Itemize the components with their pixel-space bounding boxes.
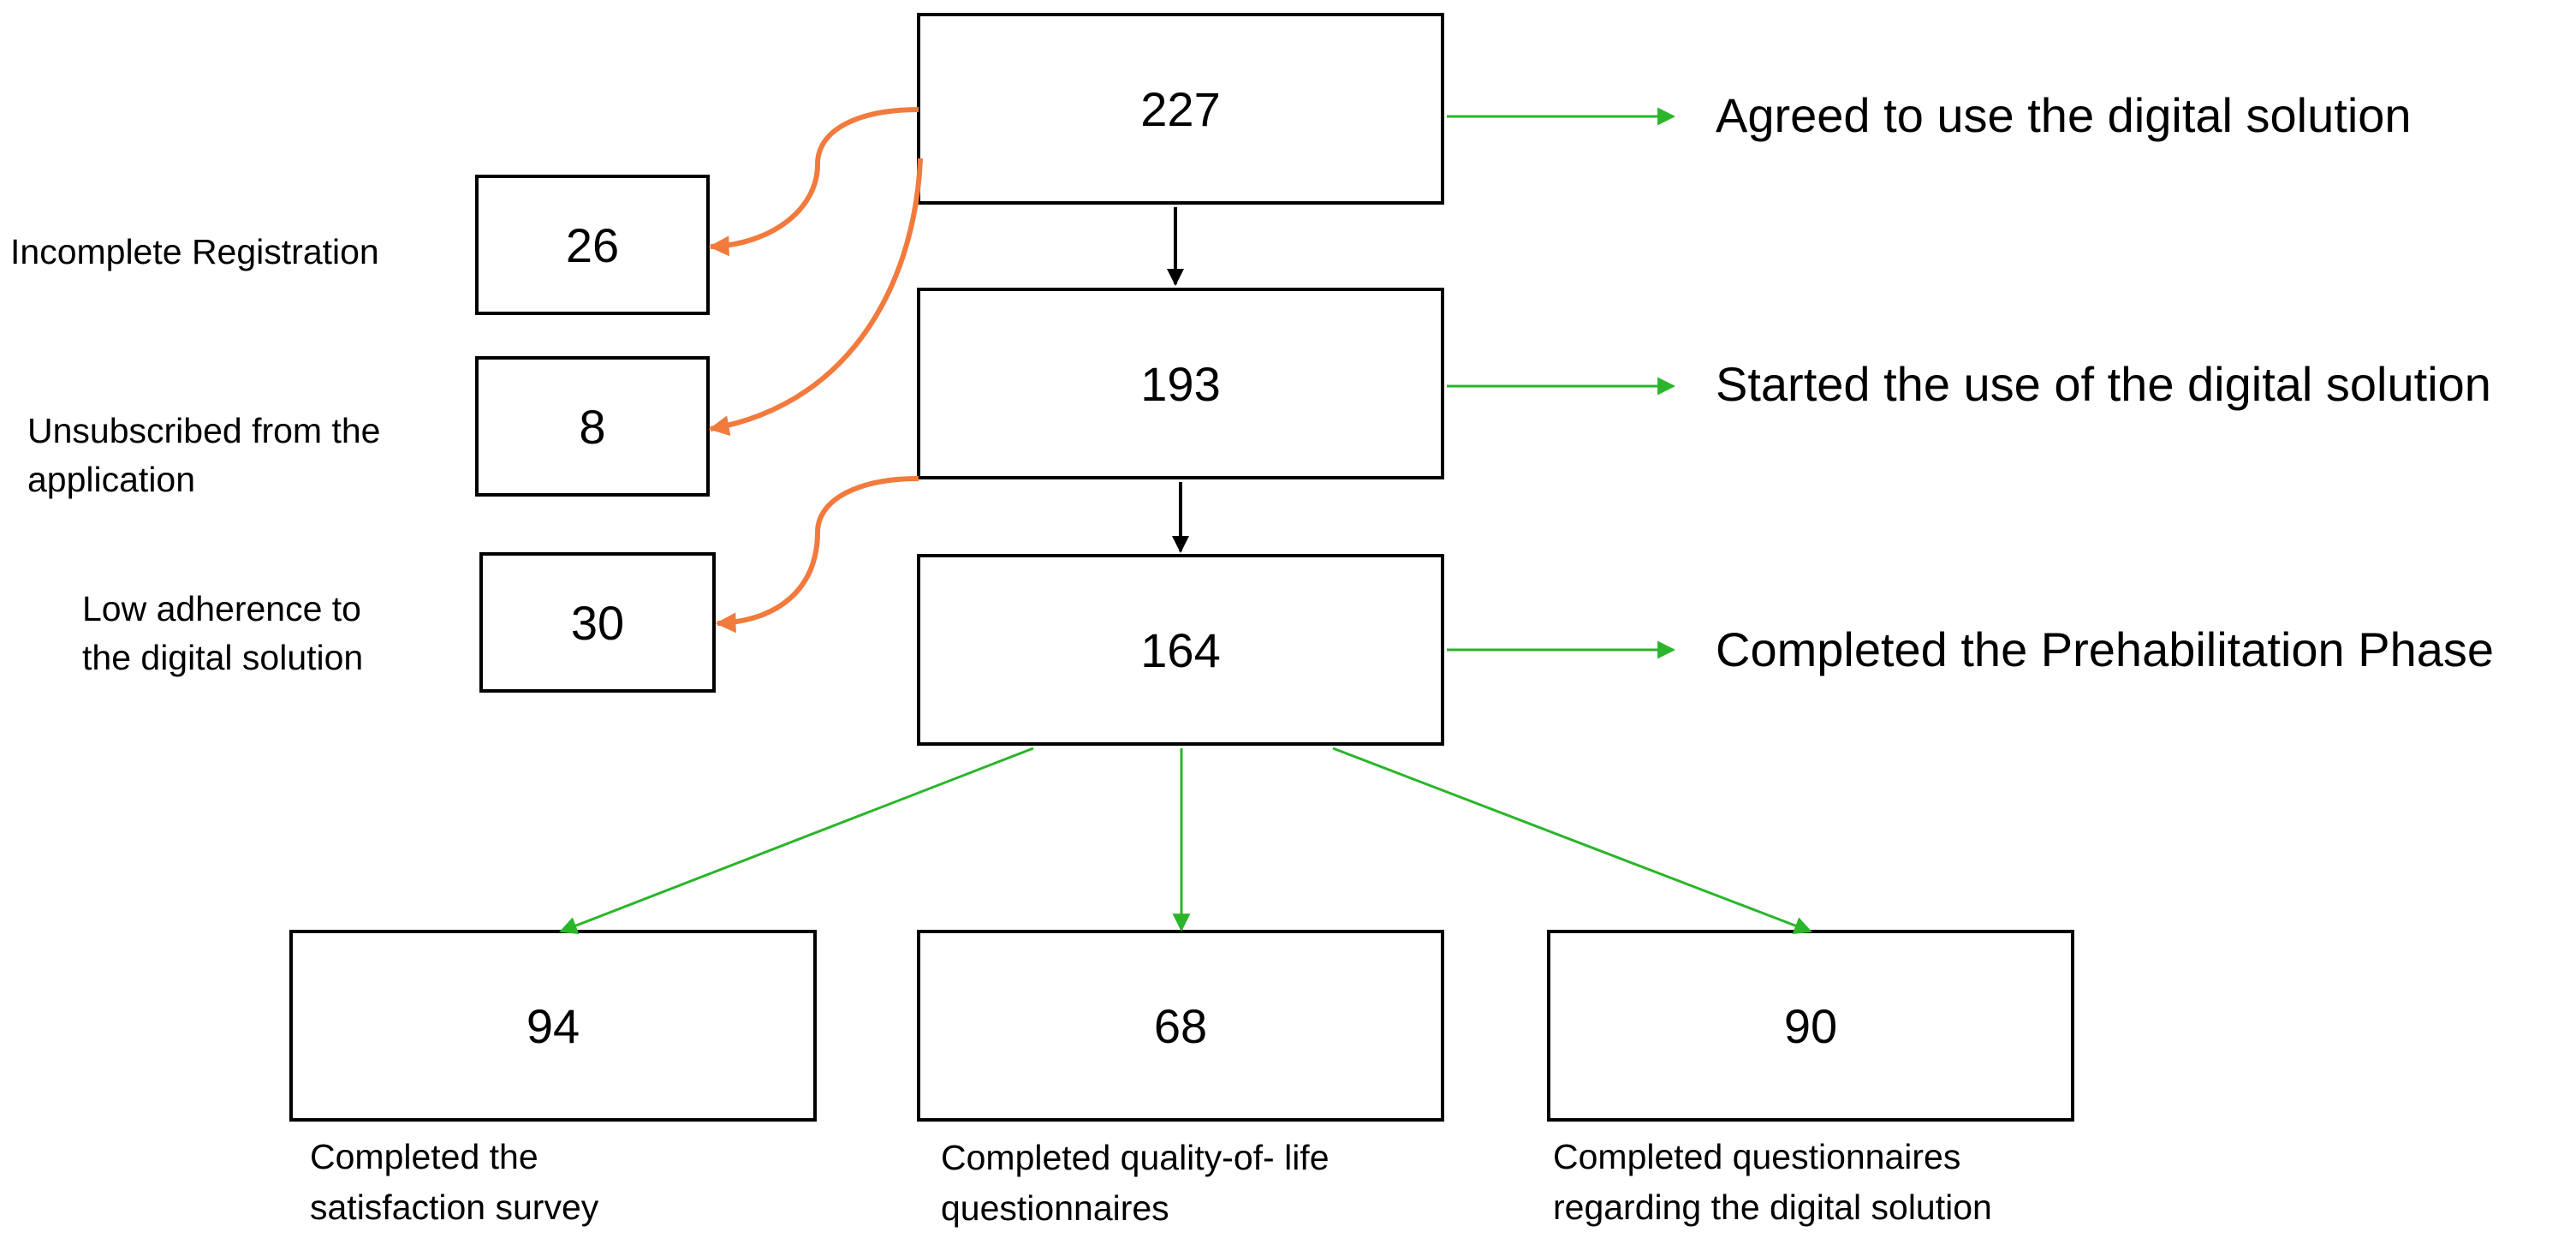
count-agreed: 227 (1140, 82, 1220, 136)
arrow-to-satisfaction-survey (559, 747, 1034, 934)
label-completed: Completed the Prehabilitation Phase (1716, 622, 2494, 676)
arrow-dropout-incomplete (708, 107, 919, 257)
count-completed: 164 (1140, 623, 1220, 677)
label-incomplete-registration: Incomplete Registration (10, 232, 379, 271)
box-satisfaction-survey: 94 (289, 930, 817, 1122)
label-agreed: Agreed to use the digital solution (1716, 88, 2412, 142)
count-low-adherence: 30 (571, 596, 624, 650)
box-digital-questionnaires: 90 (1547, 930, 2074, 1122)
label-digital-questionnaires: Completed questionnaires regarding the d… (1553, 1137, 1992, 1227)
arrow-dropout-unsubscribed (708, 158, 923, 437)
count-satisfaction-survey: 94 (527, 999, 580, 1053)
box-quality-of-life: 68 (917, 930, 1444, 1122)
box-completed: 164 (917, 554, 1444, 746)
box-incomplete-registration: 26 (475, 175, 710, 315)
label-quality-of-life: Completed quality-of- life questionnaire… (941, 1138, 1339, 1228)
arrow-dropout-low-adherence (715, 476, 919, 634)
box-started: 193 (917, 288, 1444, 479)
count-incomplete-registration: 26 (566, 218, 619, 272)
count-digital-questionnaires: 90 (1784, 999, 1837, 1053)
box-low-adherence: 30 (479, 552, 716, 693)
box-agreed: 227 (917, 13, 1444, 205)
box-unsubscribed: 8 (475, 356, 710, 497)
label-started: Started the use of the digital solution (1716, 357, 2491, 411)
label-low-adherence: Low adherence to the digital solution (82, 589, 371, 677)
arrow-to-digital-questionnaires (1332, 747, 1812, 935)
count-started: 193 (1140, 357, 1220, 411)
label-unsubscribed: Unsubscribed from the application (27, 411, 390, 499)
count-unsubscribed: 8 (579, 400, 605, 454)
label-satisfaction-survey: Completed the satisfaction survey (310, 1137, 599, 1227)
count-quality-of-life: 68 (1154, 999, 1207, 1053)
